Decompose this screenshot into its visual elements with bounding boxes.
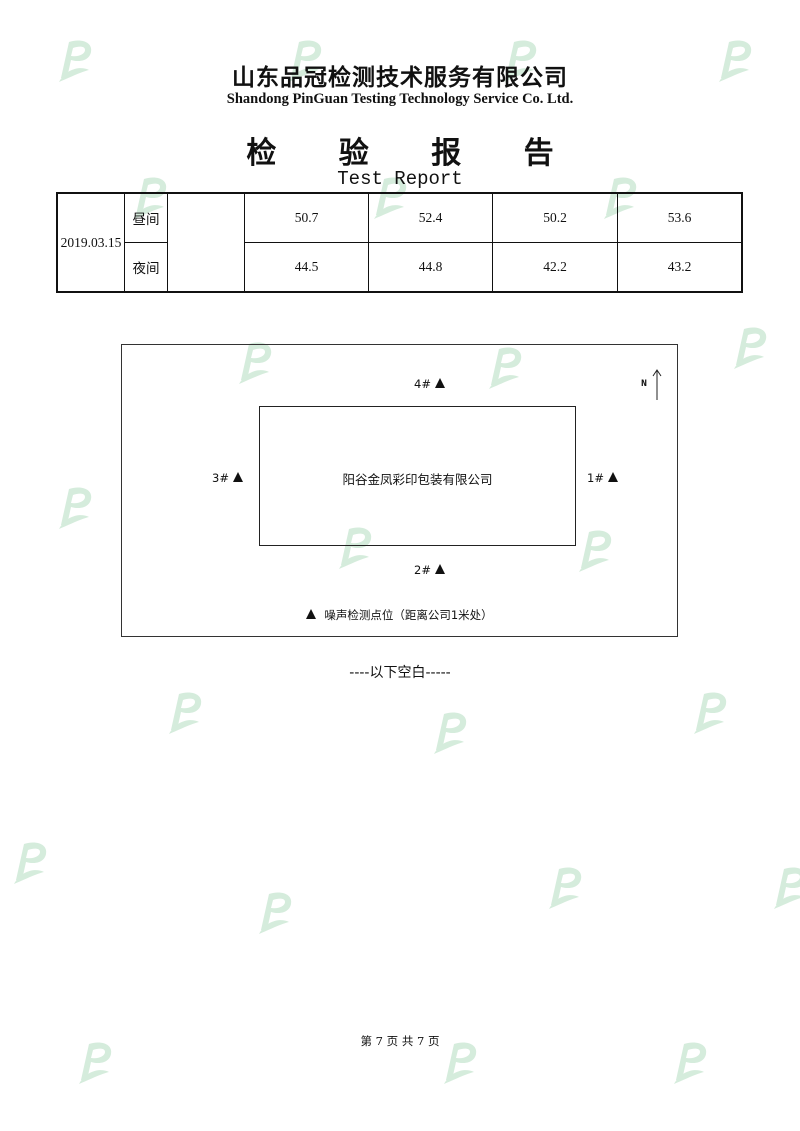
end-note: ----以下空白-----	[349, 665, 451, 681]
building-outline: 阳谷金凤彩印包装有限公司	[259, 406, 576, 546]
north-label: N	[641, 379, 648, 390]
company-name-cn: 山东品冠检测技术服务有限公司	[232, 65, 568, 91]
period-cell: 昼间	[124, 192, 168, 243]
watermark-logo	[59, 487, 92, 529]
watermark-logo	[694, 692, 727, 734]
value-cell: 44.8	[368, 242, 493, 293]
report-title-en: Test Report	[337, 168, 463, 190]
watermark-logo	[14, 842, 47, 884]
monitoring-site-diagram: 阳谷金凤彩印包装有限公司 4# 3# 1# 2# N 噪声检测点位（距离公司1米…	[121, 344, 678, 637]
watermark-logo	[734, 327, 767, 369]
watermark-logo	[259, 892, 292, 934]
table-row: 2019.03.15 昼间 50.7 52.4 50.2 53.6	[56, 192, 743, 293]
building-label: 阳谷金凤彩印包装有限公司	[342, 472, 493, 487]
empty-cell	[167, 192, 245, 293]
period-cell: 夜间	[124, 242, 168, 293]
noise-results-table: 2019.03.15 昼间 50.7 52.4 50.2 53.6 夜间 44.…	[56, 192, 743, 293]
value-cell: 44.5	[244, 242, 369, 293]
value-cell: 43.2	[617, 242, 743, 293]
date-cell: 2019.03.15	[56, 192, 125, 293]
legend-label: 噪声检测点位（距离公司1米处）	[324, 608, 493, 622]
triangle-icon	[306, 609, 317, 619]
point-label: 2#	[414, 563, 431, 577]
report-title-cn: 检 验 报 告	[246, 136, 580, 171]
value-cell: 53.6	[617, 192, 743, 243]
point-2: 2#	[414, 563, 445, 577]
triangle-icon	[434, 378, 445, 388]
page-number: 第 7 页 共 7 页	[360, 1034, 440, 1048]
legend: 噪声检测点位（距离公司1米处）	[122, 607, 677, 623]
triangle-icon	[434, 564, 445, 574]
point-1: 1#	[587, 471, 618, 485]
point-label: 1#	[587, 471, 604, 485]
triangle-icon	[607, 472, 618, 482]
company-name-en: Shandong PinGuan Testing Technology Serv…	[226, 91, 574, 107]
watermark-logo	[774, 867, 800, 909]
watermark-logo	[549, 867, 582, 909]
point-label: 3#	[212, 471, 229, 485]
triangle-icon	[232, 472, 243, 482]
north-arrow-icon	[652, 369, 662, 400]
watermark-logo	[434, 712, 467, 754]
value-cell: 52.4	[368, 192, 493, 243]
table-row: 夜间 44.5 44.8 42.2 43.2	[57, 242, 743, 293]
value-cell: 50.2	[492, 192, 618, 243]
point-4: 4#	[414, 377, 445, 391]
value-cell: 50.7	[244, 192, 369, 243]
point-label: 4#	[414, 377, 431, 391]
value-cell: 42.2	[492, 242, 618, 293]
watermark-logo	[169, 692, 202, 734]
point-3: 3#	[212, 471, 243, 485]
